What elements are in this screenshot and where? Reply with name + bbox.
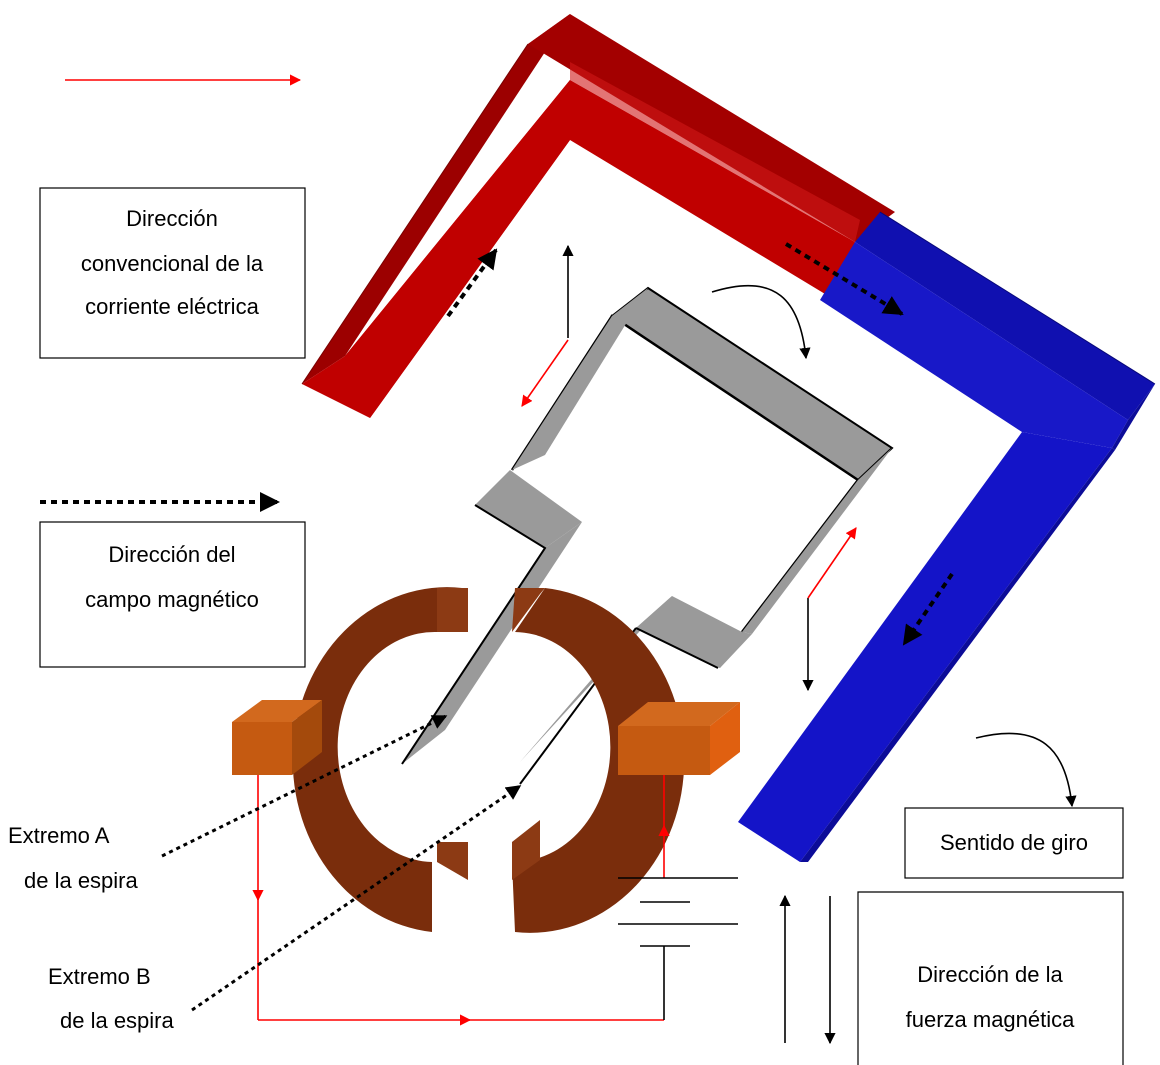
end-b-label-line-2: de la espira bbox=[60, 1008, 175, 1033]
end-b-label-line-1: Extremo B bbox=[48, 964, 151, 989]
current-direction-line-2: convencional de la bbox=[81, 251, 264, 276]
current-direction-line-3: corriente eléctrica bbox=[85, 294, 259, 319]
force-direction-line-2: fuerza magnética bbox=[906, 1007, 1076, 1032]
field-arrow-south bbox=[902, 572, 954, 646]
north-pole-magnet bbox=[301, 14, 895, 418]
south-pole-magnet bbox=[738, 211, 1156, 862]
rotation-sense-legend-box: Sentido de giro bbox=[904, 807, 1124, 879]
left-brush bbox=[232, 700, 322, 775]
current-arrow-left-side bbox=[521, 339, 569, 407]
right-brush bbox=[618, 702, 740, 775]
commutator-right-half bbox=[512, 588, 685, 933]
rotation-arrow-on-coil bbox=[711, 284, 811, 360]
end-b-pointer bbox=[191, 784, 522, 1012]
field-direction-line-1: Dirección del bbox=[108, 542, 235, 567]
end-a-label-line-1: Extremo A bbox=[8, 823, 110, 848]
field-direction-line-2: campo magnético bbox=[85, 587, 259, 612]
rotation-sense-legend-arrow bbox=[975, 732, 1077, 808]
field-direction-legend-box: Dirección del campo magnético bbox=[39, 521, 306, 668]
coil-loop bbox=[401, 286, 894, 785]
current-direction-line-1: Dirección bbox=[126, 206, 218, 231]
external-circuit bbox=[252, 775, 670, 1026]
field-arrow-north bbox=[446, 248, 498, 318]
rotation-sense-label: Sentido de giro bbox=[940, 830, 1088, 855]
current-arrow-right-side bbox=[807, 527, 857, 599]
battery-symbol bbox=[618, 877, 738, 947]
field-arrow-top bbox=[784, 242, 904, 316]
force-direction-line-1: Dirección de la bbox=[917, 962, 1063, 987]
end-a-label-line-2: de la espira bbox=[24, 868, 139, 893]
current-direction-legend-box: Dirección convencional de la corriente e… bbox=[39, 187, 306, 359]
force-direction-legend-box: Dirección de la fuerza magnética bbox=[857, 891, 1124, 1065]
commutator-left-half bbox=[292, 587, 468, 932]
